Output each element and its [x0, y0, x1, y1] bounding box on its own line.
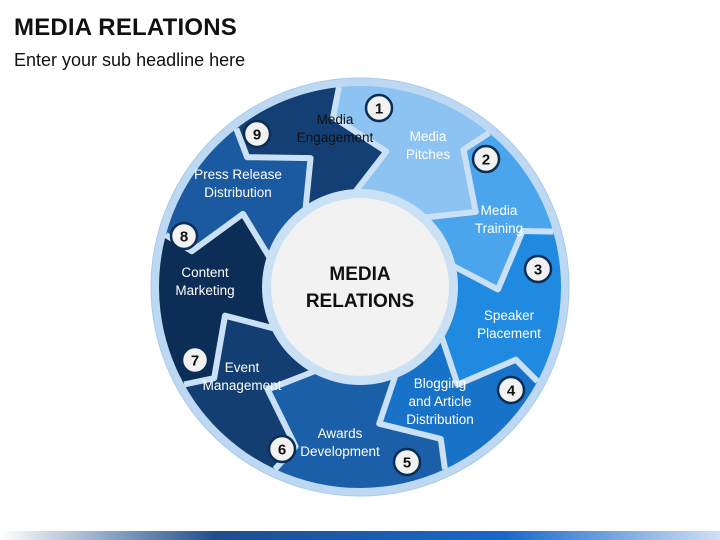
number-badge-label-6: 6	[278, 442, 286, 459]
number-badge-8	[169, 221, 199, 251]
number-badge-9	[242, 119, 272, 149]
segment-label-7: Event	[225, 360, 260, 375]
number-badge-label-2: 2	[482, 152, 490, 169]
segment-separator	[451, 228, 554, 293]
segment-separator	[183, 312, 276, 388]
segment-label-6: Awards	[318, 426, 363, 441]
number-badge-label-5: 5	[403, 455, 411, 472]
number-badge-1	[364, 93, 394, 123]
segment-label-6: Development	[300, 444, 380, 459]
center-label-line1: MEDIA	[329, 264, 391, 285]
center-circle	[271, 198, 449, 376]
segment-separator	[376, 374, 448, 470]
segment-2	[424, 133, 554, 290]
segment-6	[184, 315, 316, 470]
number-badge-label-4: 4	[507, 383, 516, 400]
segment-label-9: Press Release	[194, 167, 282, 182]
page-subtitle: Enter your sub headline here	[14, 50, 246, 70]
badges-layer: 1 2 3 4 5 6 7 8 9	[169, 93, 553, 477]
number-badge-7	[180, 345, 210, 375]
segment-label-9: Distribution	[204, 185, 272, 200]
segment-label-2: Media	[410, 129, 447, 144]
number-badge-label-9: 9	[253, 127, 261, 144]
number-badge-label-8: 8	[180, 229, 188, 246]
number-badge-5	[392, 447, 422, 477]
segment-label-8: Content	[181, 265, 229, 280]
page-title: MEDIA RELATIONS	[14, 14, 237, 41]
number-badge-3	[523, 254, 553, 284]
segment-9	[236, 87, 387, 210]
segment-label-7: Management	[203, 378, 282, 393]
segment-separator	[424, 130, 491, 221]
segment-label-1: Media	[317, 112, 354, 127]
number-badge-2	[471, 144, 501, 174]
segment-8	[165, 128, 311, 258]
number-badge-label-7: 7	[191, 353, 199, 370]
number-badge-label-1: 1	[375, 101, 383, 118]
number-badge-label-3: 3	[534, 262, 542, 279]
segment-label-8: Marketing	[175, 283, 234, 298]
segment-separator	[233, 127, 314, 210]
center-label-line2: RELATIONS	[306, 291, 414, 312]
segment-separator	[330, 86, 390, 194]
segment-label-3: Media	[481, 203, 518, 218]
number-badge-4	[496, 375, 526, 405]
footer-gradient-bar	[0, 531, 720, 540]
segment-label-1: Engagement	[297, 130, 374, 145]
segment-label-5: Blogging	[414, 376, 467, 391]
segment-label-5: Distribution	[406, 412, 474, 427]
segment-7	[159, 213, 275, 385]
segment-label-4: Speaker	[484, 308, 535, 323]
number-badge-6	[267, 434, 297, 464]
segment-label-2: Pitches	[406, 147, 451, 162]
segment-label-5: and Article	[408, 394, 471, 409]
segment-label-4: Placement	[477, 326, 541, 341]
segment-label-3: Training	[475, 221, 523, 236]
segment-separator	[438, 334, 540, 388]
